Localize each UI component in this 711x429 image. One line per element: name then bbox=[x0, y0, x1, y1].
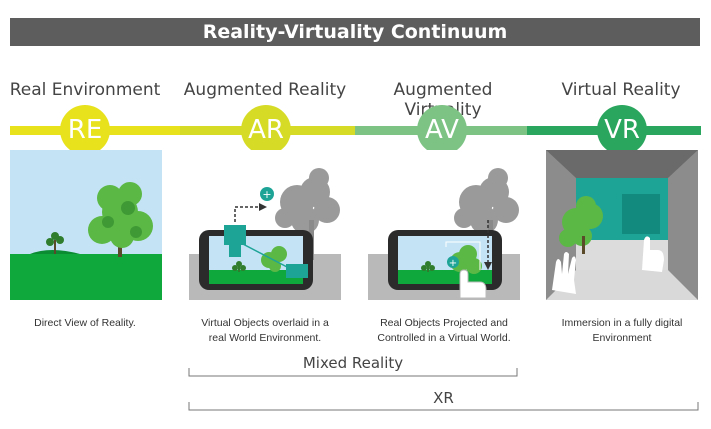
mixed-reality-bracket bbox=[188, 368, 518, 377]
real-environment-illustration bbox=[10, 150, 162, 300]
diagram-title: Reality-Virtuality Continuum bbox=[10, 18, 700, 46]
caption-virtual-reality: Immersion in a fully digital Environment bbox=[561, 317, 683, 344]
badge-ar: AR bbox=[241, 105, 291, 155]
caption-real-environment: Direct View of Reality. bbox=[34, 317, 136, 329]
augmented-reality-illustration: + bbox=[189, 150, 341, 300]
badge-av: AV bbox=[417, 105, 467, 155]
caption-augmented-virtuality: Real Objects Projected and Controlled in… bbox=[377, 317, 511, 344]
badge-re: RE bbox=[60, 105, 110, 155]
svg-text:+: + bbox=[449, 258, 457, 269]
badge-vr: VR bbox=[597, 105, 647, 155]
svg-text:+: + bbox=[262, 188, 271, 201]
panel-virtual-reality bbox=[546, 150, 698, 300]
virtual-reality-illustration bbox=[546, 150, 698, 300]
xr-bracket bbox=[188, 402, 699, 411]
label-augmented-reality: Augmented Reality bbox=[183, 80, 347, 100]
panel-augmented-reality: + bbox=[189, 150, 341, 300]
augmented-virtuality-illustration: + bbox=[368, 150, 520, 300]
label-virtual-reality: Virtual Reality bbox=[561, 80, 681, 100]
panel-real-environment bbox=[10, 150, 162, 300]
panel-augmented-virtuality: + bbox=[368, 150, 520, 300]
label-real-environment: Real Environment bbox=[9, 80, 161, 100]
xr-label: XR bbox=[433, 389, 454, 407]
caption-augmented-reality: Virtual Objects overlaid in a real World… bbox=[201, 317, 329, 344]
mixed-reality-label: Mixed Reality bbox=[302, 354, 404, 372]
